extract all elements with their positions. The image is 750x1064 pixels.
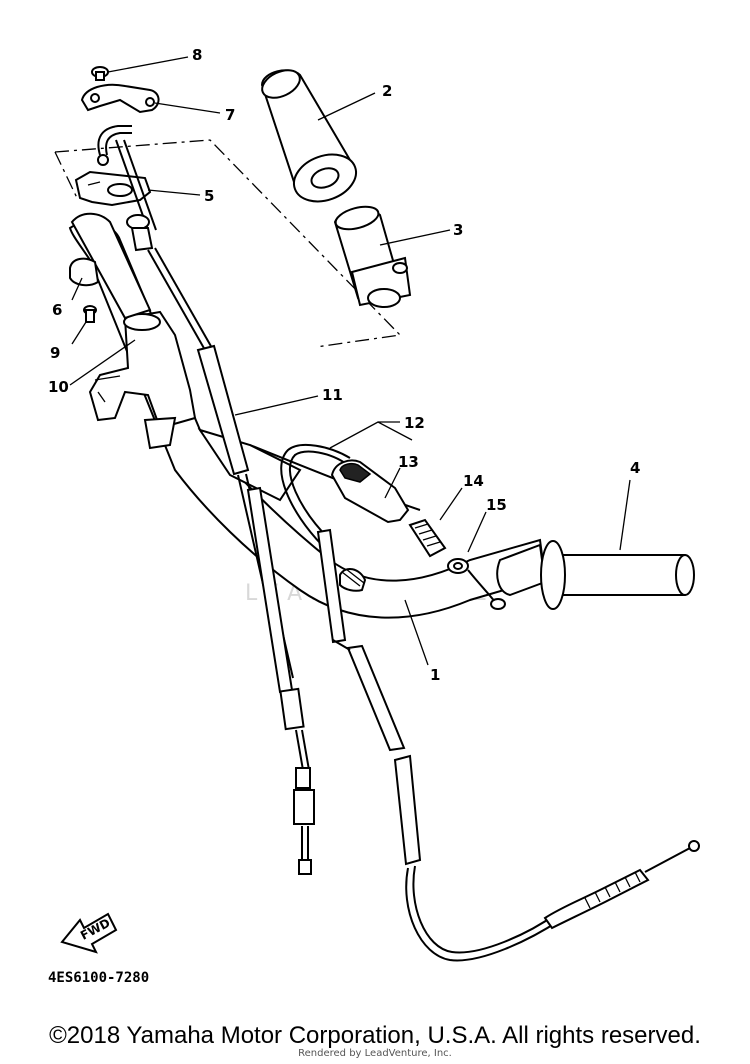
part-number-13: 13 — [398, 453, 419, 471]
diagram-code: 4ES6100-7280 — [48, 970, 149, 986]
grip-2 — [260, 69, 357, 203]
part-number-15: 15 — [486, 496, 507, 514]
copyright-notice: ©2018 Yamaha Motor Corporation, U.S.A. A… — [49, 1022, 701, 1049]
leader-lines — [69, 56, 631, 666]
clutch-lever-holder-13 — [330, 459, 410, 524]
throttle-tube-3 — [333, 205, 412, 308]
throttle-housing-5 — [74, 170, 152, 207]
part-number-4: 4 — [630, 459, 640, 477]
left-grip-tube — [70, 212, 152, 320]
locknut-15 — [447, 558, 469, 574]
adjuster-14 — [408, 518, 447, 558]
perch-6 — [69, 257, 100, 287]
grouping-box — [54, 139, 402, 348]
handlebar — [68, 221, 547, 619]
part-number-1: 1 — [430, 666, 440, 684]
right-cable-end — [467, 569, 506, 610]
bolt-9 — [83, 305, 97, 323]
right-lever-stub — [496, 543, 547, 597]
bolt-8 — [91, 66, 109, 81]
throttle-cable-11 — [115, 139, 315, 875]
part-number-2: 2 — [382, 82, 392, 100]
part-number-5: 5 — [204, 187, 214, 205]
part-number-3: 3 — [453, 221, 463, 239]
cable-elbow — [97, 125, 132, 166]
left-lever-holder — [88, 310, 197, 450]
part-number-7: 7 — [225, 106, 235, 124]
handlebar-band — [339, 568, 367, 592]
clutch-cable-12 — [280, 443, 700, 962]
part-number-12: 12 — [404, 414, 425, 432]
part-number-labels: 1 2 3 4 5 6 7 8 9 10 11 12 13 14 15 — [48, 46, 640, 684]
part-number-6: 6 — [52, 301, 62, 319]
grip-4 — [540, 540, 695, 610]
part-number-10: 10 — [48, 378, 69, 396]
part-number-11: 11 — [322, 386, 343, 404]
part-number-9: 9 — [50, 344, 60, 362]
fwd-arrow: FWD — [60, 912, 118, 954]
bracket-7 — [80, 83, 160, 114]
part-number-8: 8 — [192, 46, 202, 64]
rendered-by-text: Rendered by LeadVenture, Inc. — [298, 1048, 452, 1059]
part-number-14: 14 — [463, 472, 484, 490]
